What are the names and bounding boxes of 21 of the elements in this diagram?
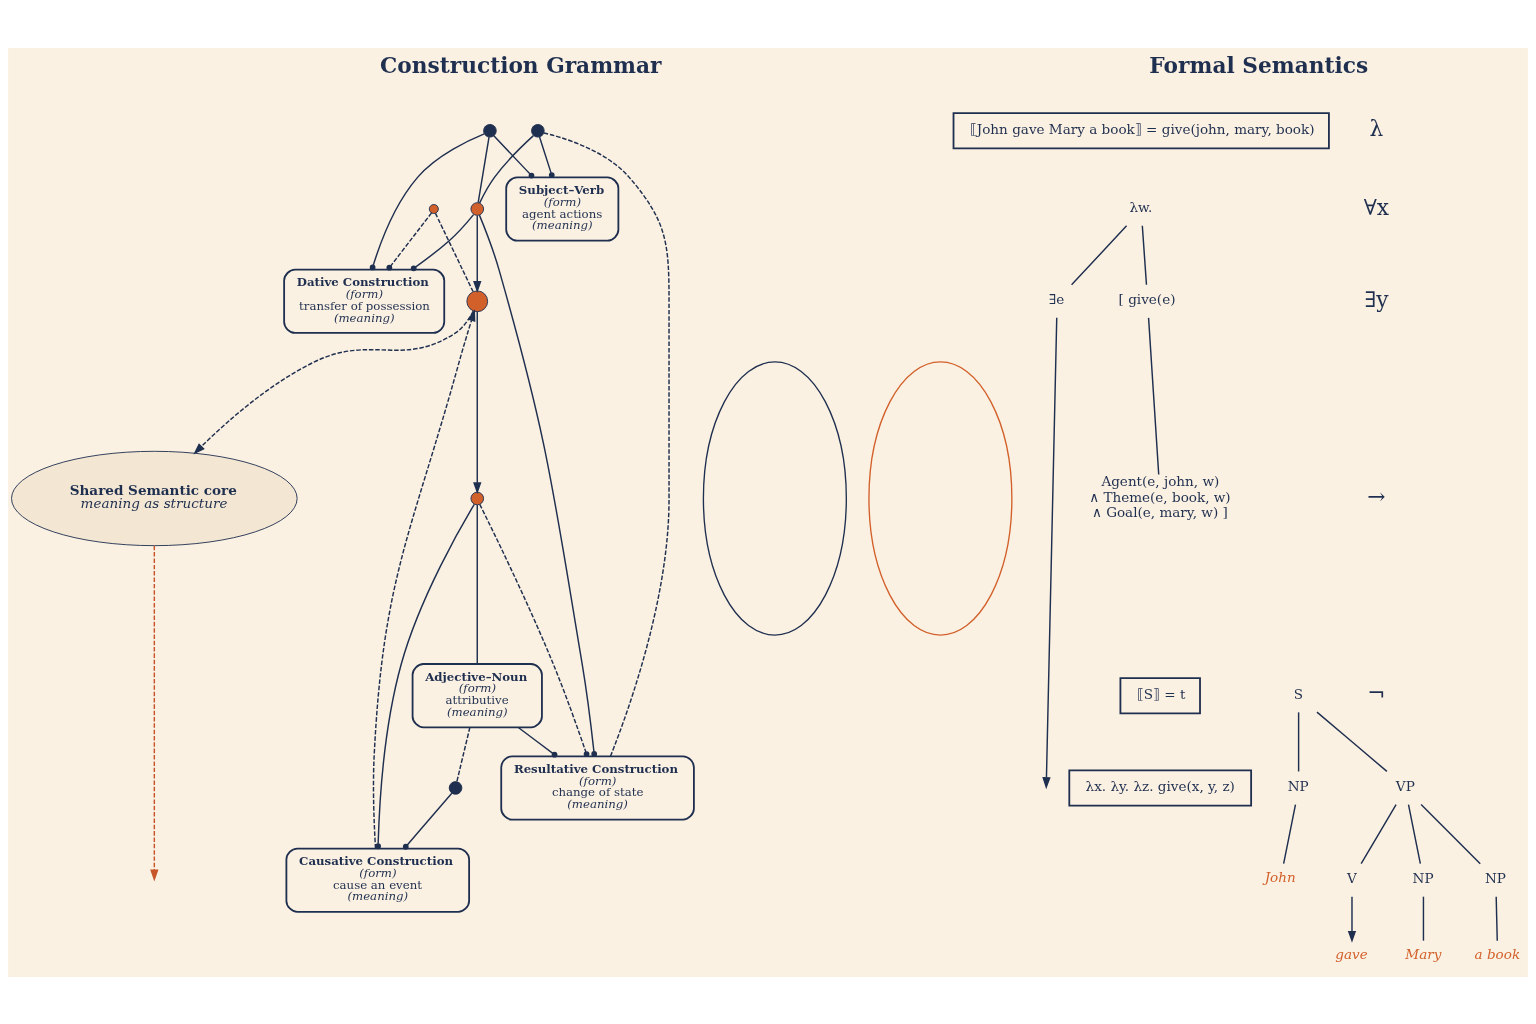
node-text: ∃e (1048, 290, 1065, 307)
label: ¬ (1367, 680, 1386, 706)
node-text: VP (1395, 777, 1415, 794)
node-text: V (1347, 869, 1357, 886)
node-text: [ give(e) (1118, 290, 1176, 307)
node-text: S (1293, 685, 1303, 702)
node-text: NP (1287, 777, 1309, 794)
label: ∀x (1363, 194, 1390, 220)
label: Formal Semantics (1149, 52, 1369, 78)
node-text: a book (1474, 945, 1521, 962)
node-text: Mary (1405, 945, 1442, 962)
node-text: λw. (1129, 198, 1153, 215)
node-text: gave (1335, 945, 1368, 962)
node-text: NP (1412, 869, 1434, 886)
label: λ (1369, 115, 1384, 141)
label: ∃y (1364, 286, 1389, 312)
node-text: John (1264, 868, 1296, 885)
label: → (1367, 483, 1386, 509)
label: Construction Grammar (380, 52, 662, 78)
node-text: Agent(e, john, w) ∧ Theme(e, book, w) ∧ Goal(e, mary, w) ] (1089, 472, 1231, 520)
node-text: NP (1484, 869, 1506, 886)
